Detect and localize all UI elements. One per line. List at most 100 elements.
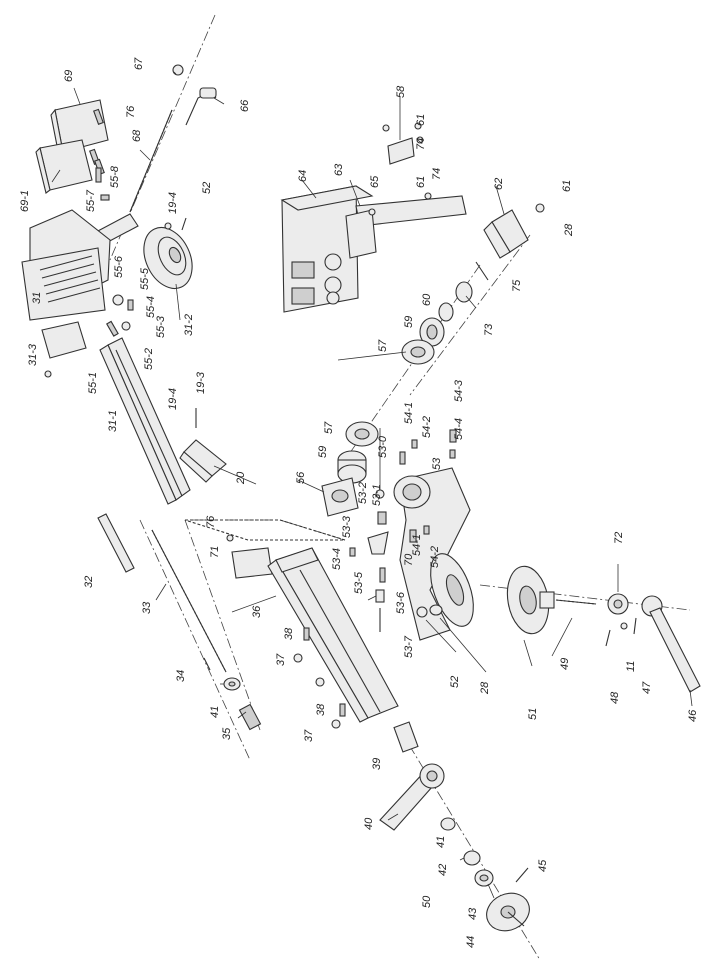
label-55-4: 55-4	[145, 296, 157, 318]
part-45-screw	[515, 867, 529, 883]
part-55-series-hardware	[44, 294, 134, 378]
label-28-a: 28	[563, 223, 575, 237]
part-54-series-hardware	[399, 429, 457, 543]
label-44: 44	[465, 936, 477, 948]
part-34-pin	[203, 657, 211, 671]
label-52-top: 52	[201, 182, 213, 194]
label-33: 33	[141, 601, 153, 614]
part-44-handwheel	[486, 892, 530, 932]
part-31-2-pulley	[143, 226, 193, 290]
label-55-6: 55-6	[113, 255, 125, 278]
label-53-1: 53-1	[371, 484, 383, 506]
label-38-b: 38	[315, 703, 327, 716]
label-74-a: 74	[415, 138, 427, 150]
part-40-slide	[379, 763, 445, 831]
label-37-a: 37	[275, 653, 287, 666]
label-55-1: 55-1	[87, 372, 99, 394]
label-54-1-top: 54-1	[403, 402, 415, 424]
label-53-4: 53-4	[331, 548, 343, 570]
label-39: 39	[371, 758, 383, 770]
label-43: 43	[467, 907, 479, 920]
part-46-lever	[641, 595, 701, 693]
part-51-wheel	[506, 565, 555, 635]
label-53-3: 53-3	[341, 515, 353, 538]
part-41-nut-a	[223, 677, 241, 691]
part-37-38-screws	[293, 627, 346, 729]
part-labels: 69 76 69-1 68 67 66 55-8 55-7 19-4 52 55…	[19, 57, 699, 948]
label-19-3: 19-3	[195, 371, 207, 394]
part-68-rod	[129, 109, 173, 213]
part-59-bushing-a	[419, 317, 445, 347]
part-66-handle	[185, 87, 217, 126]
label-61-b: 61	[415, 176, 427, 188]
part-49-screw	[555, 599, 597, 605]
leader-lines	[51, 71, 693, 899]
part-56-flange	[321, 477, 359, 517]
label-53-6: 53-6	[395, 591, 407, 614]
label-48: 48	[609, 691, 621, 704]
label-55-5: 55-5	[139, 267, 151, 290]
label-73: 73	[483, 323, 495, 336]
label-61-a: 61	[415, 114, 427, 126]
label-45: 45	[537, 859, 549, 872]
part-36-rail	[267, 547, 399, 723]
part-75-screw	[475, 261, 489, 281]
label-46: 46	[687, 709, 699, 722]
label-59-a: 59	[403, 316, 415, 328]
part-35-spring	[238, 703, 262, 731]
label-35: 35	[221, 727, 233, 740]
label-69: 69	[63, 70, 75, 82]
label-55-7: 55-7	[85, 189, 97, 212]
label-59-b: 59	[317, 446, 329, 458]
part-63-post	[345, 195, 467, 259]
part-62-mount	[483, 209, 529, 259]
label-72: 72	[613, 532, 625, 544]
label-34: 34	[175, 670, 187, 682]
label-75: 75	[511, 279, 523, 292]
label-58: 58	[395, 85, 407, 98]
part-64-box	[280, 185, 374, 313]
label-53-0: 53-0	[377, 435, 389, 458]
label-31-2: 31-2	[183, 314, 195, 336]
label-57-b: 57	[323, 421, 335, 434]
label-76-b: 76	[205, 515, 217, 528]
label-60: 60	[421, 293, 433, 306]
label-41-a: 41	[209, 706, 221, 718]
label-53-5: 53-5	[353, 571, 365, 594]
label-56: 56	[295, 471, 307, 484]
part-47-11-48-hardware	[605, 617, 637, 647]
label-53: 53	[431, 457, 443, 470]
label-38-a: 38	[283, 627, 295, 640]
label-69-1: 69-1	[19, 190, 31, 212]
part-60-nut	[438, 302, 454, 322]
label-20: 20	[235, 471, 247, 485]
part-71-plate	[184, 519, 346, 579]
label-52-mid: 52	[449, 676, 461, 688]
label-54-1-mid: 54-1	[411, 534, 423, 556]
part-58-bracket	[382, 122, 432, 200]
part-42-washer	[463, 850, 481, 866]
part-57-bearing-b	[345, 421, 379, 447]
label-53-2: 53-2	[357, 482, 369, 504]
label-63: 63	[333, 163, 345, 176]
label-54-4: 54-4	[453, 418, 465, 440]
part-20-bracket	[179, 439, 227, 483]
label-74-b: 74	[431, 168, 443, 180]
label-31-3: 31-3	[27, 343, 39, 366]
part-39-bushing	[393, 721, 419, 753]
label-62: 62	[493, 178, 505, 190]
part-57-bearing-a	[401, 339, 435, 365]
part-41-nut-b	[440, 817, 456, 831]
label-71: 71	[209, 546, 221, 558]
part-73-cap	[455, 281, 473, 303]
label-55-3: 55-3	[155, 315, 167, 338]
label-19-4-top: 19-4	[167, 192, 179, 214]
label-31: 31	[31, 292, 43, 304]
label-36: 36	[251, 605, 263, 618]
label-57-a: 57	[377, 339, 389, 352]
label-64: 64	[297, 170, 309, 182]
label-41-b: 41	[435, 836, 447, 848]
label-47: 47	[641, 681, 653, 694]
label-68: 68	[131, 129, 143, 142]
part-31-1-arm	[99, 337, 191, 505]
